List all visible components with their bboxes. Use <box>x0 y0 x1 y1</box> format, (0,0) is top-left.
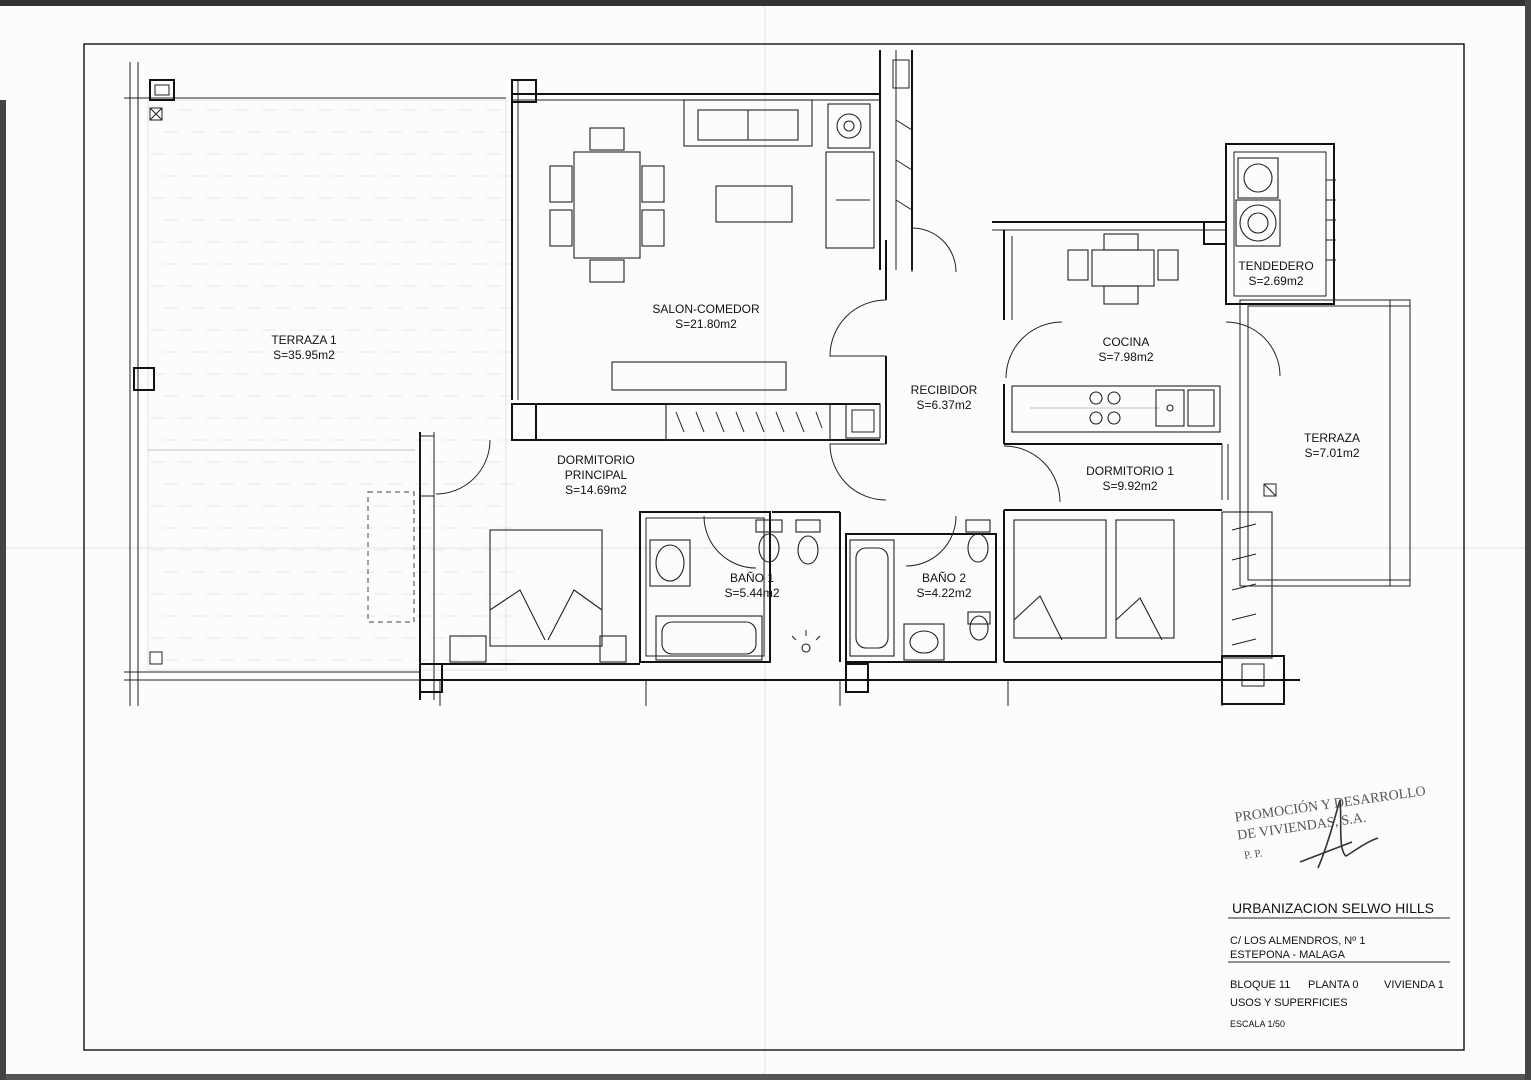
bathtub-icon <box>655 615 763 661</box>
recibidor-area <box>829 240 1061 503</box>
bidet-icon <box>795 519 821 565</box>
terraza1-tile-grid <box>150 109 514 661</box>
signature <box>1299 799 1379 869</box>
subject-label: USOS Y SUPERFICIES <box>1230 997 1348 1009</box>
boiler-icon <box>1235 199 1281 247</box>
bano2-area <box>845 515 997 693</box>
vivienda-label: VIVIENDA 1 <box>1384 979 1444 991</box>
sideboard-icon <box>611 361 787 391</box>
bano1-area-label: S=5.44m2 <box>724 586 779 600</box>
cocina-name: COCINA <box>1103 335 1150 349</box>
dormitorio-principal-name-2: PRINCIPAL <box>565 468 628 482</box>
dining-table-icon <box>549 127 665 283</box>
stamp-line-3: P. P. <box>1243 847 1263 861</box>
bano2-area-label: S=4.22m2 <box>916 586 971 600</box>
washing-machine-icon <box>1237 157 1279 199</box>
recibidor-area-label: S=6.37m2 <box>916 398 971 412</box>
terraza1-name: TERRAZA 1 <box>271 333 337 347</box>
scale-label: ESCALA 1/50 <box>1230 1019 1285 1029</box>
sofa-icon <box>683 99 875 249</box>
fireplace-icon <box>827 103 871 149</box>
address-line-1: C/ LOS ALMENDROS, Nº 1 <box>1230 935 1365 947</box>
tendedero-area-label: S=2.69m2 <box>1248 274 1303 288</box>
wardrobe-icon <box>1221 511 1273 659</box>
wardrobe-icon <box>665 403 831 441</box>
kitchen-counter-icon <box>1011 385 1221 433</box>
title-block: URBANIZACION SELWO HILLS C/ LOS ALMENDRO… <box>1228 900 1450 1029</box>
kitchen-table-icon <box>1067 233 1179 305</box>
dormitorio1-name: DORMITORIO 1 <box>1086 464 1174 478</box>
company-stamp: PROMOCIÓN Y DESARROLLO DE VIVIENDAS, S.A… <box>1234 782 1427 862</box>
salon-area-label: S=21.80m2 <box>675 317 737 331</box>
address-line-2: ESTEPONA - MALAGA <box>1230 949 1346 961</box>
washbasin-icon <box>649 539 691 587</box>
terraza-area <box>1221 299 1411 587</box>
terraza1-area-label: S=35.95m2 <box>273 348 335 362</box>
shower-light-icon <box>791 630 821 653</box>
toilet-icon <box>965 519 991 563</box>
single-bed-icon <box>1013 519 1107 641</box>
kitchen-sink-icon <box>1155 389 1215 427</box>
bano1-area <box>639 511 841 663</box>
bathtub-icon <box>849 539 895 657</box>
single-bed-icon <box>1115 519 1175 641</box>
bano1-name: BAÑO 1 <box>730 571 774 585</box>
dormitorio-principal-name-1: DORMITORIO <box>557 453 635 467</box>
project-name: URBANIZACION SELWO HILLS <box>1232 900 1434 916</box>
salon-name: SALON-COMEDOR <box>652 302 760 316</box>
recibidor-name: RECIBIDOR <box>911 383 978 397</box>
washbasin-icon <box>903 623 945 661</box>
tendedero-area <box>1203 143 1336 305</box>
salon-comedor-area <box>511 50 957 441</box>
dormitorio1-area <box>1003 509 1285 705</box>
terraza-name: TERRAZA <box>1304 431 1360 445</box>
bidet-icon <box>967 611 991 641</box>
dormitorio-principal-area <box>419 403 640 700</box>
toilet-icon <box>755 519 783 563</box>
dormitorio1-area-label: S=9.92m2 <box>1102 479 1157 493</box>
terraza1-area <box>124 62 514 706</box>
planta-label: PLANTA 0 <box>1308 979 1359 991</box>
bano2-name: BAÑO 2 <box>922 571 966 585</box>
stove-icon <box>1030 391 1160 425</box>
double-bed-icon <box>489 529 603 647</box>
tendedero-name: TENDEDERO <box>1238 259 1313 273</box>
cocina-area <box>992 221 1281 445</box>
terraza-area-label: S=7.01m2 <box>1304 446 1359 460</box>
dormitorio-principal-area-label: S=14.69m2 <box>565 483 627 497</box>
cocina-area-label: S=7.98m2 <box>1098 350 1153 364</box>
coffee-table-icon <box>715 185 793 223</box>
drawing-frame <box>83 43 1465 1051</box>
facade-lines <box>420 679 1300 706</box>
bloque-label: BLOQUE 11 <box>1230 979 1290 991</box>
